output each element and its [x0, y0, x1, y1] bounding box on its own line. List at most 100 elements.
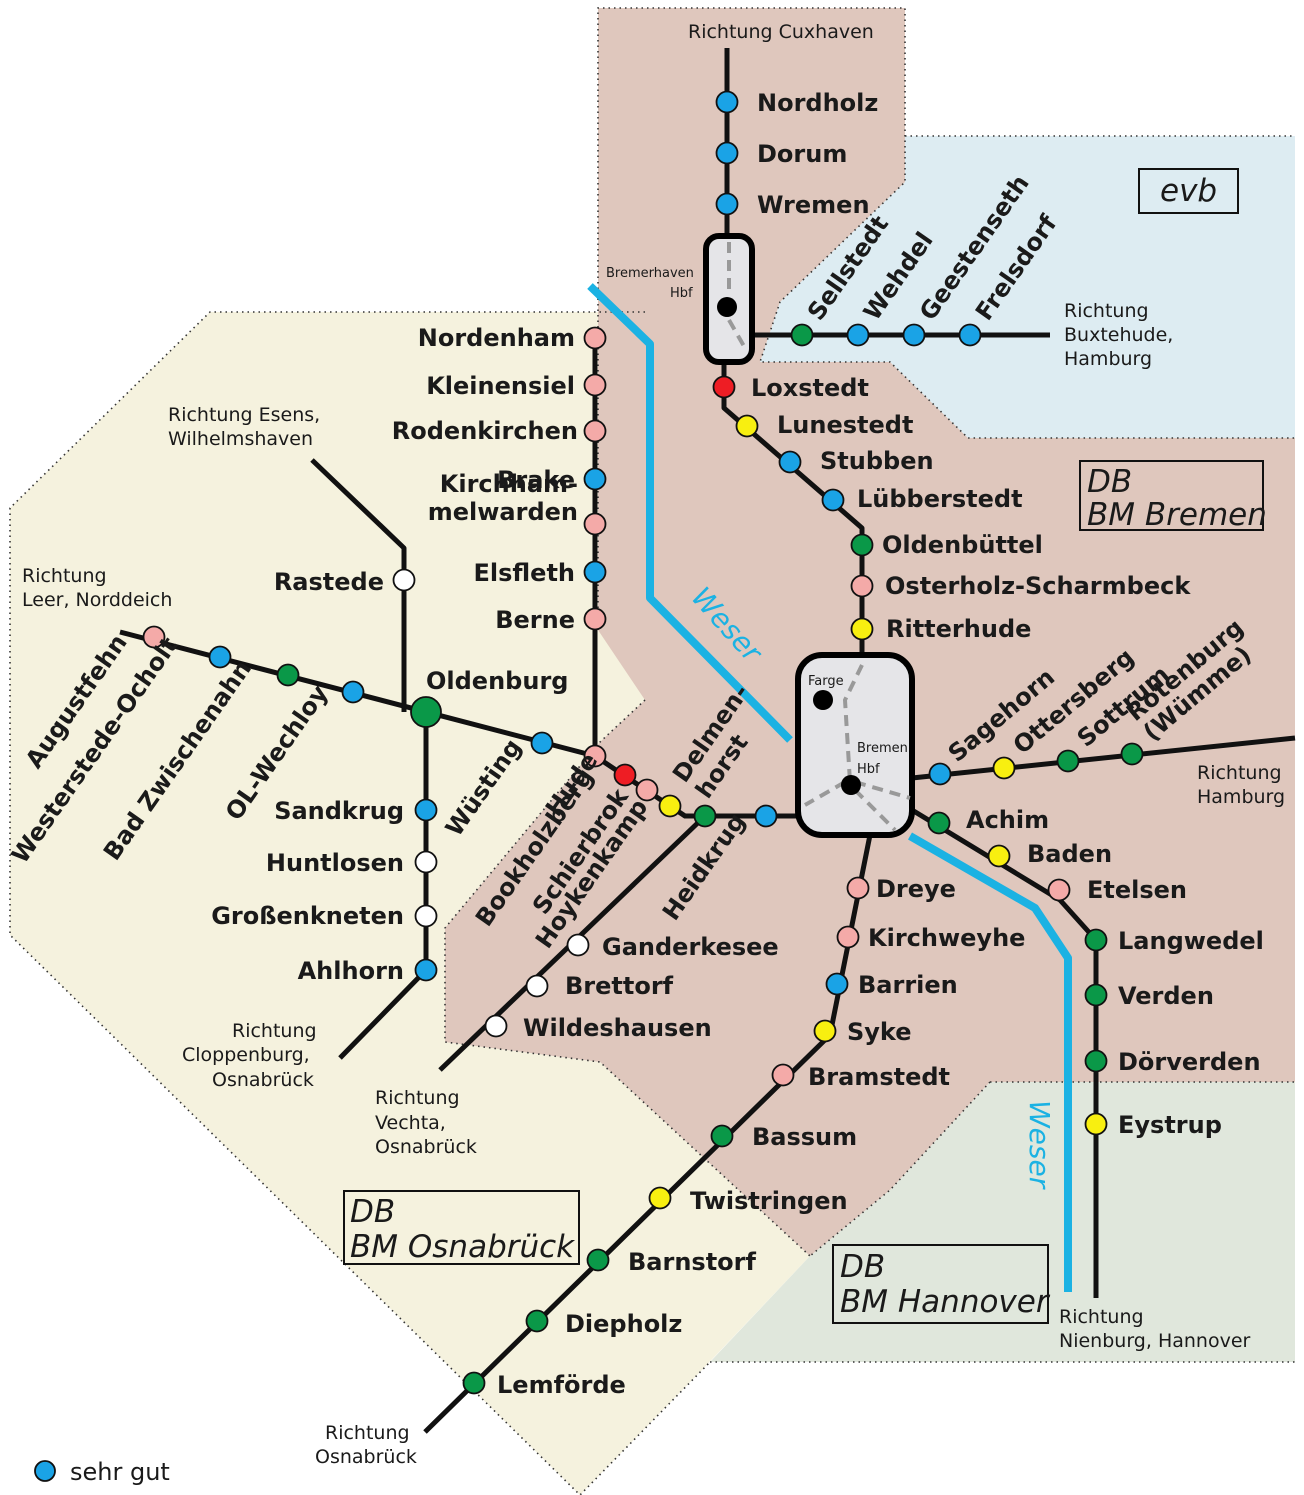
station-label: Baden: [1027, 840, 1112, 868]
farge-dot: [813, 690, 833, 710]
station-marker: [715, 90, 739, 114]
station-label: Lunestedt: [777, 411, 913, 439]
station-langwedel: Langwedel: [1084, 927, 1264, 955]
station-marker: [613, 763, 637, 787]
station-label: Wremen: [757, 191, 870, 219]
bremen-hub-dash: [804, 664, 911, 832]
bremen-hub-label-2: Hbf: [857, 762, 880, 777]
station-lunestedt: Lunestedt: [735, 411, 913, 439]
station-label: Verden: [1118, 982, 1214, 1010]
station-label: Etelsen: [1087, 876, 1187, 904]
region-bm-hannover: [710, 1082, 1295, 1362]
station-label: Stubben: [820, 447, 934, 475]
station-marker: [583, 373, 607, 397]
border-osnabrueck-bremen: [444, 699, 811, 1257]
direction-vechta-2: Vechta,: [375, 1112, 446, 1134]
station-brettorf: Brettorf: [525, 972, 674, 1000]
station-label: Lübberstedt: [857, 485, 1023, 513]
station-label: Osterholz-Scharmbeck: [885, 572, 1191, 600]
border-hannover: [710, 1081, 1295, 1363]
station-marker: [414, 850, 438, 874]
station-marker: [825, 972, 849, 996]
station-label: Loxstedt: [751, 374, 869, 402]
station-marker: [992, 756, 1016, 780]
direction-leer-1: Richtung: [22, 565, 107, 587]
station-label: Eystrup: [1118, 1111, 1222, 1139]
station-marker: [1084, 1049, 1108, 1073]
station-label: Sandkrug: [274, 797, 404, 825]
station-marker: [850, 533, 874, 557]
station-marker: [648, 1186, 672, 1210]
station-syke: Syke: [813, 1018, 912, 1046]
direction-hamburg-1: Richtung: [1197, 762, 1282, 784]
station-marker: [1056, 749, 1080, 773]
legend: sehr gut: [34, 1458, 170, 1486]
direction-leer-2: Leer, Norddeich: [22, 589, 172, 611]
station-label: Nordholz: [757, 89, 878, 117]
station-marker: [1120, 742, 1144, 766]
station-marker: [583, 419, 607, 443]
station-marker: [813, 1019, 837, 1043]
station-marker: [790, 323, 814, 347]
station-label: Dorum: [757, 140, 847, 168]
station-huntlosen: Huntlosen: [266, 849, 438, 877]
station-label: Langwedel: [1118, 927, 1264, 955]
direction-vechta-1: Richtung: [375, 1087, 460, 1109]
station-marker: [208, 645, 232, 669]
station-barnstorf: Barnstorf: [586, 1248, 756, 1276]
direction-esens-1: Richtung Esens,: [168, 404, 320, 426]
station-marker: [735, 414, 759, 438]
legend-dot: [34, 1460, 56, 1482]
station-label: Bassum: [752, 1123, 857, 1151]
station-marker: [142, 625, 166, 649]
region-evb: [760, 136, 1295, 438]
station-label: Rastede: [274, 568, 384, 596]
station-marker: [414, 904, 438, 928]
station-marker: [658, 794, 682, 818]
station-marker: [583, 326, 607, 350]
station-label: Wildeshausen: [523, 1014, 712, 1042]
station-marker: [846, 876, 870, 900]
direction-vechta-3: Osnabrück: [375, 1136, 477, 1158]
direction-osnabrueck-1: Richtung: [325, 1422, 410, 1444]
direction-buxtehude-2: Buxtehude,: [1064, 324, 1173, 346]
station-loxstedt: Loxstedt: [712, 374, 869, 402]
station-marker: [846, 323, 870, 347]
station-kleinensiel: Kleinensiel: [426, 372, 607, 400]
direction-cloppenburg-2: Cloppenburg,: [182, 1044, 310, 1066]
station-marker: [1084, 928, 1108, 952]
station-elsfleth: Elsfleth: [473, 559, 607, 587]
station-marker: [525, 1309, 549, 1333]
direction-nienburg-2: Nienburg, Hannover: [1059, 1330, 1251, 1352]
direction-osnabrueck-2: Osnabrück: [315, 1446, 417, 1468]
station-label: Elsfleth: [473, 559, 575, 587]
station-eystrup: Eystrup: [1084, 1111, 1222, 1139]
operator-labels: evb DB BM Bremen DB BM Osnabrück DB BM H…: [343, 168, 1267, 1324]
station-label: Dreye: [876, 875, 956, 903]
station-lemfoerde: Lemförde: [462, 1371, 626, 1399]
bm-bremen-label-2: BM Bremen: [1087, 497, 1267, 533]
direction-buxtehude-1: Richtung: [1064, 300, 1149, 322]
station-wremen: Wremen: [715, 191, 870, 219]
station-marker: [414, 798, 438, 822]
station-nordenham: Nordenham: [418, 324, 607, 352]
station-sandkrug: Sandkrug: [274, 797, 438, 825]
direction-buxtehude-3: Hamburg: [1064, 348, 1152, 370]
station-label: Bramstedt: [808, 1063, 950, 1091]
station-marker: [754, 804, 778, 828]
station-marker: [484, 1014, 508, 1038]
direction-cloppenburg-1: Richtung: [232, 1020, 317, 1042]
bremerhaven-hub-label-2: Hbf: [670, 286, 693, 301]
bm-hannover-label-1: DB: [840, 1249, 885, 1285]
line-esens: [310, 458, 407, 712]
bm-osnabrueck-label-1: DB: [350, 1194, 395, 1230]
station-oldenbuettel: Oldenbüttel: [850, 531, 1043, 559]
bm-osnabrueck-box: [343, 1190, 580, 1265]
station-label: Ahlhorn: [298, 957, 404, 985]
direction-cuxhaven: Richtung Cuxhaven: [688, 21, 874, 43]
station-bassum: Bassum: [710, 1123, 857, 1151]
station-rodenkirchen: Rodenkirchen: [392, 417, 607, 445]
station-label: Twistringen: [690, 1187, 848, 1215]
station-label: Berne: [495, 606, 575, 634]
